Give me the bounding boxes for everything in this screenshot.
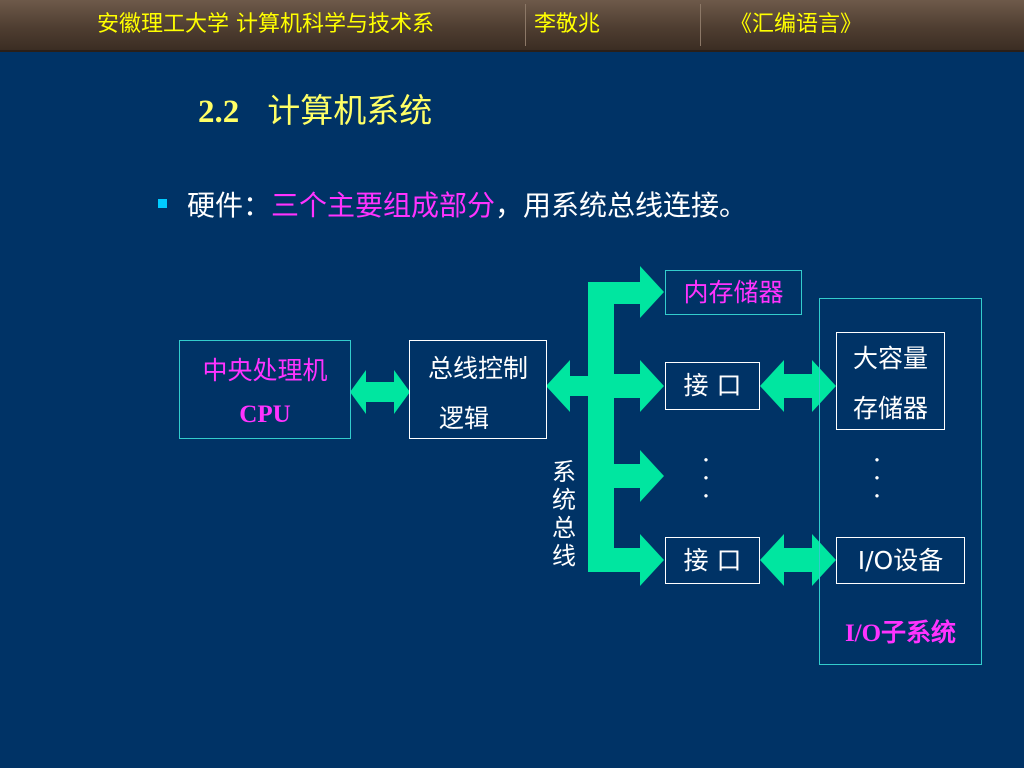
bus-label: 系 统 总 线 (550, 458, 578, 570)
bus-control-label: 总线控制 (427, 354, 528, 383)
busctrl-trunk-arrow (546, 360, 590, 412)
bus-label-char: 总 (552, 514, 576, 542)
cpu-bus-arrow (350, 370, 410, 414)
bus-label-char: 统 (552, 486, 576, 514)
bus-label-char: 线 (552, 542, 576, 570)
bullet-suffix: ，用系统总线连接。 (495, 189, 748, 222)
header-divider (700, 4, 701, 46)
interface2-arrow (614, 534, 664, 586)
interface-label: 接 口 (683, 371, 742, 400)
square-bullet-icon (158, 198, 167, 208)
memory-label: 内存储器 (683, 278, 784, 307)
section-title: 2.2 计算机系统 (198, 84, 432, 132)
bullet-prefix: 硬件： (187, 189, 272, 222)
io-subsystem-label: I/O子系统 (844, 620, 957, 647)
memory-box: 内存储器 (665, 270, 802, 315)
bullet-highlight: 三个主要组成部分 (271, 189, 496, 222)
section-number: 2.2 (198, 94, 240, 130)
header-course: 《汇编语言》 (730, 12, 863, 37)
header-divider (525, 4, 526, 46)
ellipsis-dots: ··· (872, 446, 882, 512)
dots-arrow (614, 450, 664, 502)
cpu-abbr: CPU (239, 401, 291, 428)
header-school: 安徽理工大学 计算机科学与技术系 (97, 12, 434, 37)
mass-storage-label: 大容量 (852, 344, 928, 373)
interface2-io-arrow (760, 534, 836, 586)
io-device-label: I/O设备 (857, 546, 944, 575)
bus-trunk (588, 282, 614, 572)
cpu-label: 中央处理机 (202, 356, 328, 385)
interface-box: 接 口 (665, 362, 760, 410)
bullet-item: 硬件：三个主要组成部分，用系统总线连接。 (158, 184, 747, 224)
mass-storage-label-2: 存储器 (852, 394, 928, 423)
cpu-box: 中央处理机 CPU (179, 340, 351, 439)
header-bar: 安徽理工大学 计算机科学与技术系 李敬兆 《汇编语言》 (0, 0, 1024, 52)
interface1-storage-arrow (760, 360, 836, 412)
io-device-box: I/O设备 (836, 537, 965, 584)
mass-storage-box: 大容量 存储器 (836, 332, 945, 430)
interface1-arrow (614, 360, 664, 412)
section-title-text: 计算机系统 (267, 91, 433, 130)
bus-control-label-2: 逻辑 (438, 404, 489, 433)
bus-label-char: 系 (552, 458, 576, 486)
io-subsystem-box: I/O子系统 (819, 298, 982, 665)
interface-box: 接 口 (665, 537, 760, 584)
header-teacher: 李敬兆 (534, 12, 601, 37)
memory-arrow (588, 266, 664, 318)
ellipsis-dots: ··· (701, 446, 711, 512)
interface-label: 接 口 (683, 546, 742, 575)
bus-control-box: 总线控制 逻辑 (409, 340, 547, 439)
